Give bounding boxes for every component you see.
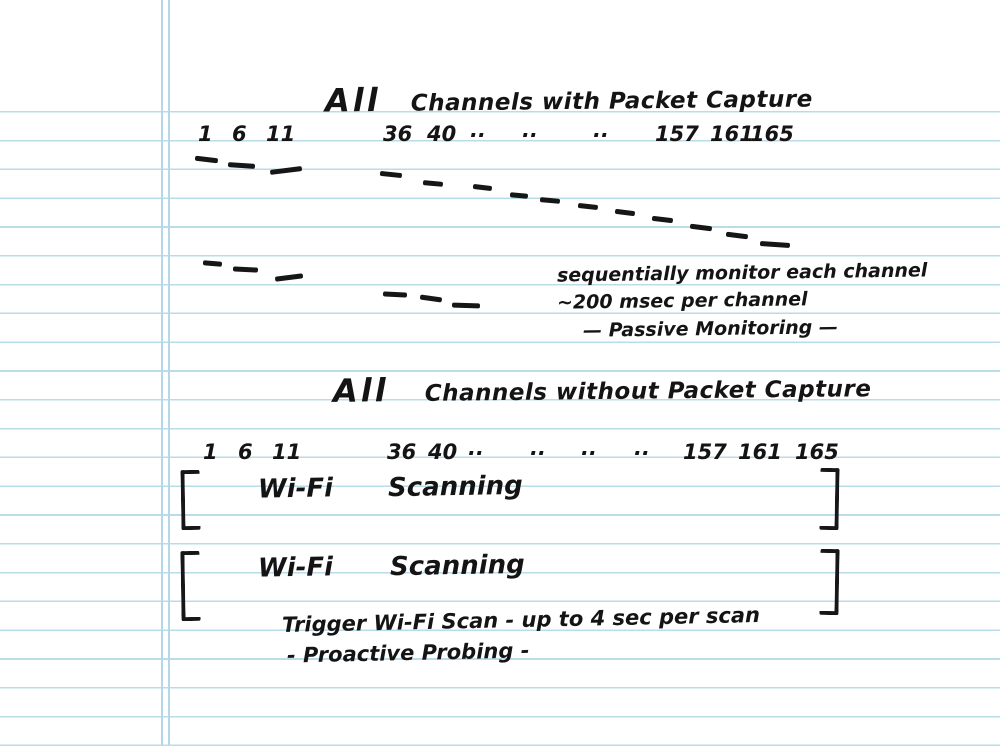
channel-hop-dash xyxy=(232,266,259,273)
margin-line-right xyxy=(168,0,170,745)
channel-label: 161 xyxy=(710,122,754,146)
note-passive-monitoring: — Passive Monitoring — xyxy=(582,316,839,342)
title-word-all: All xyxy=(324,80,381,120)
channel-hop-dash xyxy=(274,273,304,282)
title-without-packet-capture: All Channels without Packet Capture xyxy=(332,369,872,410)
margin-line-left xyxy=(161,0,163,745)
title-word-all: All xyxy=(332,371,389,410)
channel-hop-dash xyxy=(382,291,408,298)
channel-hop-dash xyxy=(227,162,256,169)
channel-hop-dash xyxy=(202,260,223,267)
channel-label: 165 xyxy=(795,440,839,464)
title-with-packet-capture: All Channels with Packet Capture xyxy=(324,79,813,120)
note-sequential-monitor: sequentially monitor each channel xyxy=(556,259,928,287)
right-bracket xyxy=(819,548,840,616)
channel-label: 161 xyxy=(738,440,782,464)
channel-label: 165 xyxy=(750,122,794,146)
channel-hop-dash xyxy=(614,208,636,216)
note-proactive-probing: - Proactive Probing - xyxy=(286,638,530,668)
wifi-label: Wi-Fi xyxy=(257,473,334,505)
channel-label: 1 xyxy=(203,440,218,464)
channel-hop-dash xyxy=(725,231,749,239)
channel-hop-dash xyxy=(651,215,674,223)
wifi-label: Wi-Fi xyxy=(257,552,334,584)
channel-hop-dash xyxy=(269,166,303,175)
channel-hop-dash xyxy=(194,155,219,163)
ellipsis-dots: .. xyxy=(634,436,650,460)
channel-hop-dash xyxy=(472,183,493,191)
channel-label: 6 xyxy=(238,440,253,464)
channel-label: 157 xyxy=(683,440,727,464)
channel-hop-dash xyxy=(379,170,403,178)
channel-label: 36 xyxy=(383,122,413,146)
right-bracket xyxy=(819,467,840,531)
scanning-label: Scanning xyxy=(389,549,526,583)
left-bracket xyxy=(180,469,201,531)
channel-label: 157 xyxy=(655,122,699,146)
channel-label: 40 xyxy=(428,440,458,464)
ellipsis-dots: .. xyxy=(593,118,609,142)
ellipsis-dots: .. xyxy=(470,118,486,142)
title-rest: Channels without Packet Capture xyxy=(424,376,872,407)
channel-hop-dash xyxy=(689,223,713,231)
channel-hop-dash xyxy=(451,302,481,308)
channel-hop-dash xyxy=(577,202,599,210)
channel-hop-dash xyxy=(759,240,791,248)
channel-label: 6 xyxy=(232,122,247,146)
channel-hop-dash xyxy=(539,197,561,204)
channel-label: 11 xyxy=(266,122,296,146)
channel-hop-dash xyxy=(422,180,444,187)
note-msec-per-channel: ~200 msec per channel xyxy=(556,288,808,314)
scanning-label: Scanning xyxy=(387,470,524,504)
channel-label: 36 xyxy=(387,440,417,464)
note-trigger-scan: Trigger Wi-Fi Scan - up to 4 sec per sca… xyxy=(281,602,761,638)
left-bracket xyxy=(180,550,201,622)
ellipsis-dots: .. xyxy=(530,436,546,460)
ellipsis-dots: .. xyxy=(581,436,597,460)
channel-hop-dash xyxy=(419,294,443,303)
title-rest: Channels with Packet Capture xyxy=(410,86,813,117)
channel-label: 1 xyxy=(198,122,213,146)
channel-hop-dash xyxy=(509,192,529,199)
channel-label: 11 xyxy=(272,440,302,464)
ellipsis-dots: .. xyxy=(522,118,538,142)
ellipsis-dots: .. xyxy=(468,436,484,460)
channel-label: 40 xyxy=(427,122,457,146)
